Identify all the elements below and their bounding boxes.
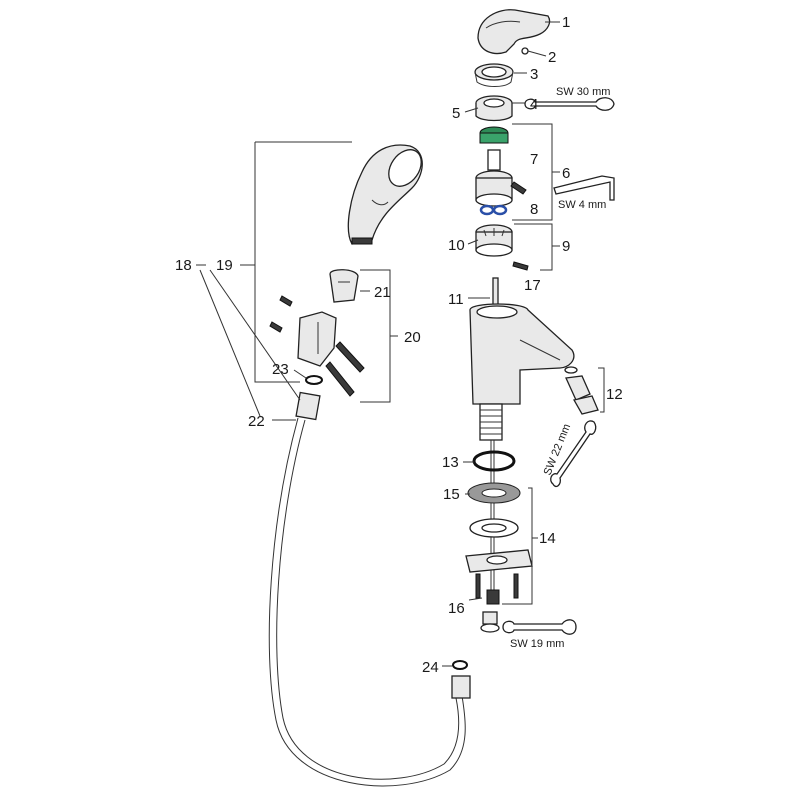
tool-label-sw-22: SW 22 mm — [542, 422, 574, 477]
label-24: 24 — [422, 659, 439, 676]
part-cartridge-seals — [479, 181, 527, 216]
part-hand-shower — [347, 144, 423, 245]
label-1: 1 — [562, 14, 570, 31]
label-16: 16 — [448, 600, 465, 617]
label-18: 18 — [175, 257, 192, 274]
label-10: 10 — [448, 237, 465, 254]
part-seal-ring — [305, 375, 323, 385]
bracket-lines-right — [463, 21, 605, 605]
part-fixing-set — [465, 518, 533, 599]
label-12: 12 — [606, 386, 623, 403]
tool-label-sw-30: SW 30 mm — [556, 86, 610, 98]
label-14: 14 — [539, 530, 556, 547]
part-wall-bracket — [269, 295, 365, 397]
label-2: 2 — [548, 49, 556, 66]
part-cartridge-nut — [475, 95, 513, 122]
part-hose-washer — [452, 660, 468, 670]
tool-label-sw-19: SW 19 mm — [510, 638, 564, 650]
label-20: 20 — [404, 329, 421, 346]
label-3: 3 — [530, 66, 538, 83]
part-base-insert — [475, 224, 513, 257]
part-cartridge — [475, 126, 513, 207]
label-19: 19 — [216, 257, 233, 274]
part-connection-fittings — [480, 589, 500, 633]
part-aerator — [564, 366, 599, 415]
part-gasket — [467, 482, 521, 504]
part-labels: 1 2 3 4 5 6 7 8 9 10 11 12 13 14 15 16 1… — [175, 14, 623, 676]
label-17: 17 — [524, 277, 541, 294]
label-13: 13 — [442, 454, 459, 471]
label-9: 9 — [562, 238, 570, 255]
label-6: 6 — [562, 165, 570, 182]
bracket-lines-left — [196, 141, 452, 667]
part-holder-clip — [329, 269, 359, 303]
label-8: 8 — [530, 201, 538, 218]
label-15: 15 — [443, 486, 460, 503]
part-o-ring — [472, 450, 516, 472]
part-small-screw — [512, 261, 529, 271]
label-5: 5 — [452, 105, 460, 122]
tool-label-sw-4: SW 4 mm — [558, 199, 606, 211]
label-21: 21 — [374, 284, 391, 301]
label-11: 11 — [448, 291, 464, 308]
part-set-screw — [521, 47, 529, 55]
part-handle-lever — [477, 9, 551, 55]
wrench-30mm-icon — [524, 97, 615, 111]
label-22: 22 — [248, 413, 265, 430]
wrench-19mm-icon — [502, 619, 577, 635]
hex-key-4mm-icon — [553, 175, 615, 201]
label-4: 4 — [530, 96, 538, 113]
wrench-22mm-icon — [550, 420, 597, 488]
label-23: 23 — [272, 361, 289, 378]
part-shower-hose — [268, 391, 471, 787]
part-cover-cap — [474, 63, 514, 87]
label-7: 7 — [530, 151, 538, 168]
